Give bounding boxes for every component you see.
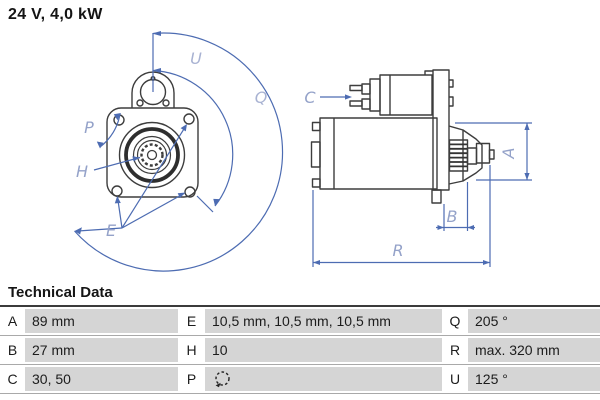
flange-foot <box>431 189 442 204</box>
param-value-e: 10,5 mm, 10,5 mm, 10,5 mm <box>205 309 442 333</box>
label-u: U <box>190 49 202 68</box>
solenoid-body <box>379 74 433 116</box>
h-leader-line <box>93 156 141 171</box>
power-rating-text: 24 V, 4,0 kW <box>8 6 103 23</box>
ear-small-hole-left <box>136 99 144 107</box>
label-b: B <box>447 207 458 226</box>
param-key-e: E <box>178 309 205 333</box>
param-value-p <box>205 367 442 391</box>
pilot-circle-outer <box>118 121 186 189</box>
row-separator <box>0 335 600 336</box>
side-view-arrowheads <box>313 94 530 265</box>
param-key-c: C <box>0 367 25 391</box>
param-key-h: H <box>178 338 205 362</box>
rear-stud-upper <box>311 121 321 132</box>
param-value-q: 205 ° <box>468 309 600 333</box>
rear-boss <box>310 141 321 168</box>
param-value-r: max. 320 mm <box>468 338 600 362</box>
drive-shaft <box>466 147 478 165</box>
pilot-circle-inner2 <box>136 139 168 171</box>
shaft-nub <box>488 149 495 160</box>
front-view-dimensions <box>74 32 284 272</box>
flange-notch-1 <box>449 79 454 88</box>
param-key-q: Q <box>442 309 468 333</box>
label-r: R <box>392 241 403 260</box>
shaft-cap <box>475 142 491 164</box>
terminal-nut-upper <box>361 83 371 95</box>
motor-body <box>319 117 438 190</box>
ear-small-hole-right <box>162 99 170 107</box>
drive-housing <box>448 125 483 185</box>
pilot-circle-inner1 <box>132 135 172 175</box>
param-value-a: 89 mm <box>25 309 178 333</box>
param-value-h: 10 <box>205 338 442 362</box>
e-leader-4 <box>77 227 123 232</box>
param-value-u: 125 ° <box>468 367 600 391</box>
bolt-hole-bottom-right <box>184 186 196 198</box>
side-view-dimensions <box>312 96 532 267</box>
side-view <box>310 69 495 204</box>
terminal-stud-lower <box>349 100 363 107</box>
solenoid-cap <box>369 78 381 112</box>
starter-motor-drawing: P H E U Q C A B R <box>74 31 532 272</box>
mounting-flange <box>106 107 199 198</box>
terminal-stud-upper <box>349 84 363 92</box>
table-row: A 89 mm E 10,5 mm, 10,5 mm, 10,5 mm Q 20… <box>0 309 600 333</box>
table-row: B 27 mm H 10 R max. 320 mm <box>0 338 600 362</box>
q-angle-arc <box>74 32 284 272</box>
solenoid-step <box>424 70 433 75</box>
label-e: E <box>106 221 117 240</box>
bolt-hole-bottom-left <box>111 185 123 197</box>
label-c: C <box>304 88 316 107</box>
p-rotation-arc <box>99 113 121 148</box>
rotation-direction-icon <box>215 371 230 388</box>
shaft-hole <box>146 149 158 161</box>
front-view-arrowheads <box>74 31 220 235</box>
front-view <box>106 71 199 198</box>
technical-data-section: Technical Data A 89 mm E 10,5 mm, 10,5 m… <box>0 284 600 394</box>
table-row: C 30, 50 P U 125 ° <box>0 367 600 391</box>
flange-plate <box>432 69 450 191</box>
pinion-teeth <box>450 143 467 168</box>
flange-notch-2 <box>449 96 454 107</box>
param-key-a: A <box>0 309 25 333</box>
param-value-b: 27 mm <box>25 338 178 362</box>
terminal-nut-lower <box>361 98 371 110</box>
e-leader-2 <box>121 192 185 229</box>
param-key-p: P <box>178 367 205 391</box>
param-key-r: R <box>442 338 468 362</box>
u-extension-line <box>196 195 214 213</box>
technical-data-table: A 89 mm E 10,5 mm, 10,5 mm, 10,5 mm Q 20… <box>0 305 600 394</box>
rear-stud-lower <box>311 178 321 188</box>
row-separator <box>0 364 600 365</box>
param-key-u: U <box>442 367 468 391</box>
row-separator <box>0 393 600 394</box>
spline-hub <box>140 143 164 167</box>
param-key-b: B <box>0 338 25 362</box>
label-p: P <box>84 118 94 137</box>
u-angle-arc <box>152 69 234 207</box>
e-leader-3 <box>121 126 187 229</box>
bolt-hole-top-right <box>183 113 195 125</box>
param-value-c: 30, 50 <box>25 367 178 391</box>
label-a: A <box>499 148 518 160</box>
technical-data-title: Technical Data <box>8 284 113 301</box>
dimension-labels: P H E U Q C A B R <box>76 49 518 260</box>
label-h: H <box>76 162 88 181</box>
label-q: Q <box>255 88 268 107</box>
